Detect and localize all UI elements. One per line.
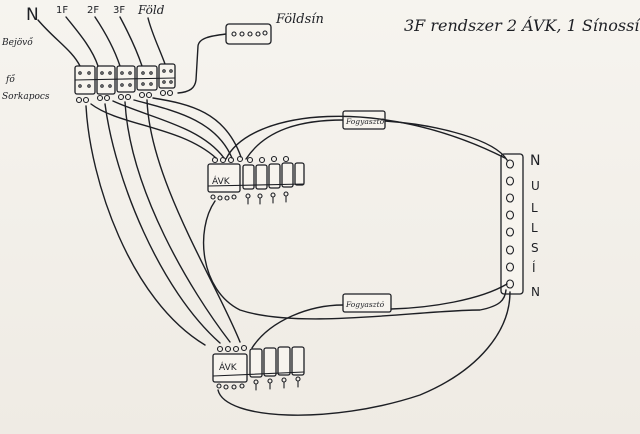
wire-avk-top-upper-neutral: [225, 115, 506, 160]
label-fold: Föld: [137, 3, 165, 17]
earth-rail: [225, 23, 272, 45]
label-fogyaszto-top: Fogyasztó: [345, 117, 385, 126]
nullsin-letter-1: N: [530, 153, 540, 169]
label-side-2: fő: [5, 74, 15, 85]
label-n: N: [26, 5, 39, 25]
main-terminal-block: [74, 63, 176, 104]
nullsin-letter-6: Í: [532, 260, 536, 275]
neutral-bus-bar: [500, 153, 524, 295]
wire-fold-in: [147, 17, 166, 65]
load-bottom-box: [342, 293, 392, 313]
wire-2f-in: [94, 16, 121, 67]
wire-main-to-avk-bottom-2: [104, 103, 221, 344]
wire-avk-bottom-neutral-loop: [217, 291, 511, 416]
wire-main-to-avk-top-4: [152, 97, 242, 158]
nullsin-letter-4: L: [531, 221, 538, 235]
wire-main-to-avk-bottom-3: [124, 101, 231, 343]
nullsin-letter-3: L: [531, 201, 538, 215]
label-fogyaszto-bottom: Fogyasztó: [345, 300, 385, 309]
wire-main-to-avk-top-3: [133, 99, 233, 159]
wire-1f-in: [65, 16, 99, 67]
diagram-title: 3F rendszer 2 ÁVK, 1 Sínossín: [404, 15, 640, 35]
avk-top-block: [207, 155, 305, 205]
wire-n-in: [37, 19, 81, 67]
wire-main-to-avk-bottom-1: [85, 105, 206, 346]
wire-avk-top-neutral-loop: [203, 200, 507, 320]
label-3f: 3F: [113, 5, 125, 16]
wire-load-top-to-neutral: [384, 120, 508, 161]
label-1f: 1F: [56, 5, 68, 16]
avk-bottom-block: [212, 344, 305, 391]
label-2f: 2F: [87, 5, 99, 16]
wire-avk-top-to-load: [245, 119, 344, 160]
nullsin-letter-5: S: [531, 241, 539, 255]
wire-main-to-avk-bottom-4: [146, 99, 241, 343]
label-side-3: Sorkapocs: [2, 92, 50, 102]
label-foldsin: Földsín: [275, 12, 324, 27]
nullsin-letter-2: U: [531, 179, 540, 193]
wire-earth-to-rail: [177, 33, 227, 94]
label-avk-top: ÁVK: [212, 175, 231, 187]
wire-load-bottom-to-neutral: [390, 283, 508, 310]
nullsin-letter-7: N: [531, 285, 540, 299]
label-avk-bottom: ÁVK: [219, 361, 238, 373]
wire-avk-bottom-to-load: [251, 304, 344, 349]
label-side-1: Bejövő: [1, 37, 33, 48]
wire-3f-in: [119, 16, 143, 67]
